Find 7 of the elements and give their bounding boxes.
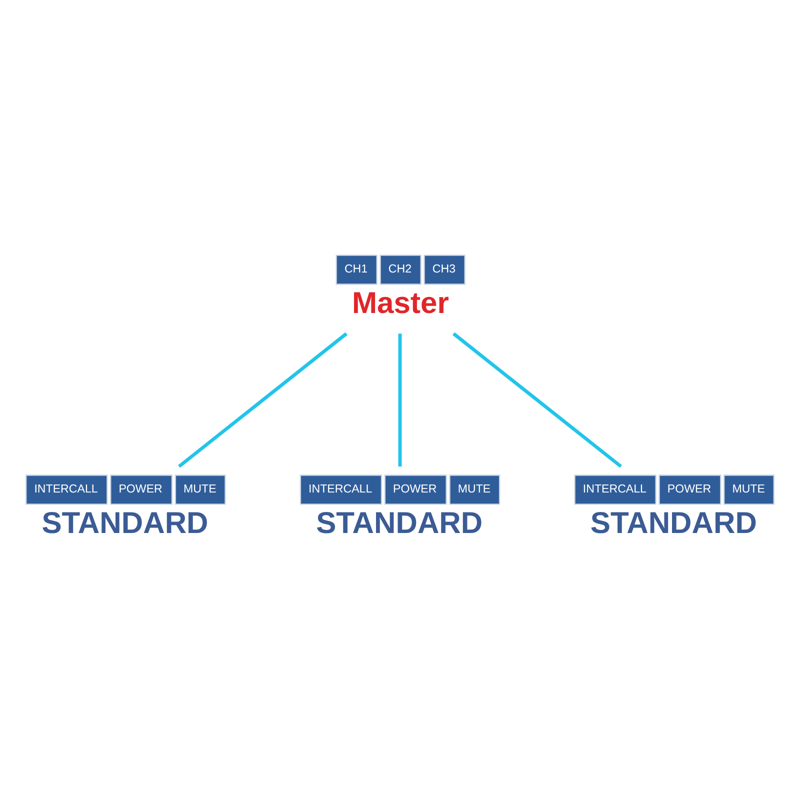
connector [178, 332, 348, 468]
connector [452, 332, 622, 468]
node-label: STANDARD [316, 506, 483, 540]
connector [398, 334, 402, 466]
node-label: Master [352, 286, 449, 320]
node-label: STANDARD [590, 506, 757, 540]
node-label: STANDARD [42, 506, 208, 540]
